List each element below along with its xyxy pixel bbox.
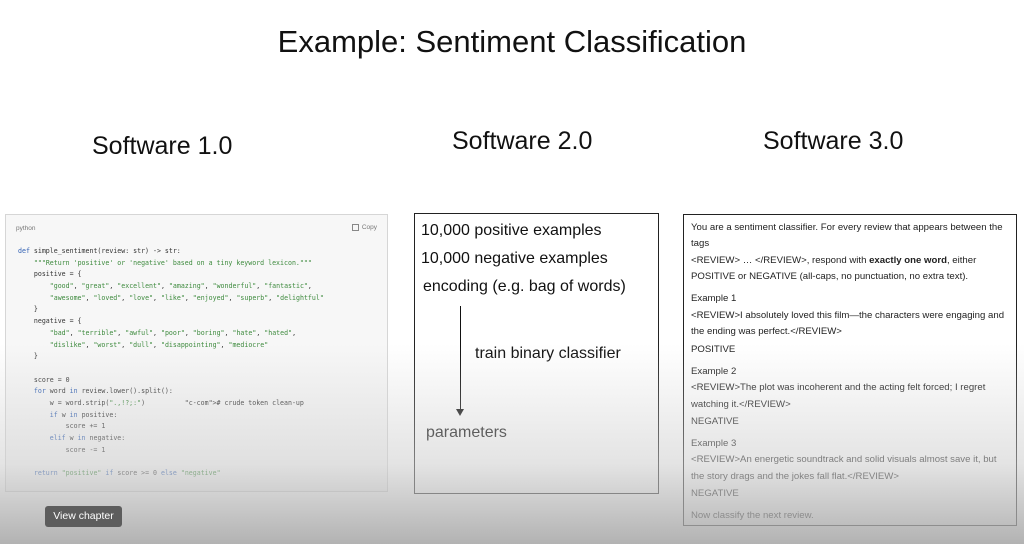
code-line: "bad", "terrible", "awful", "poor", "bor…	[49, 328, 297, 337]
code-language-label: python	[16, 225, 36, 232]
code-line: score += 1	[18, 422, 106, 431]
example-1-label: POSITIVE	[691, 344, 736, 355]
prompt-intro-line: tags	[691, 238, 710, 249]
copy-code-button[interactable]: Copy	[351, 224, 377, 232]
heading-software-2: Software 2.0	[452, 127, 593, 155]
prompt-text: , either	[946, 255, 977, 266]
code-line: }	[18, 352, 38, 361]
slide-title: Example: Sentiment Classification	[277, 24, 747, 59]
code-line: w = word.strip(".,!?;:") "c-com"># crude…	[18, 398, 304, 407]
code-line: "dislike", "worst", "dull", "disappointi…	[49, 340, 269, 349]
code-line: return "positive" if score >= 0 else "ne…	[33, 469, 221, 478]
code-line: for word in review.lower().split():	[33, 387, 173, 396]
example-3-review: the story drags and the jokes fall flat.…	[691, 471, 899, 482]
example-2-label: NEGATIVE	[691, 416, 739, 427]
view-chapter-button[interactable]: View chapter	[45, 506, 122, 527]
code-line: "good", "great", "excellent", "amazing",…	[49, 282, 312, 291]
code-line: negative = {	[18, 317, 82, 326]
example-3-label: NEGATIVE	[691, 488, 739, 499]
code-lines: def simple_sentiment(review: str) -> str…	[18, 246, 324, 480]
prompt-emphasis: exactly one word	[869, 255, 947, 266]
negative-examples-text: 10,000 negative examples	[421, 250, 608, 267]
code-line: elif w in negative:	[49, 434, 126, 442]
parameters-text: parameters	[426, 424, 507, 441]
code-line: def simple_sentiment(review: str) -> str…	[18, 247, 181, 255]
code-line	[18, 363, 324, 375]
copy-label: Copy	[361, 224, 377, 232]
encoding-text: encoding (e.g. bag of words)	[423, 278, 626, 295]
flow-arrow-line	[460, 306, 461, 411]
example-1-title: Example 1	[691, 293, 737, 304]
example-3-title: Example 3	[691, 438, 737, 449]
copy-icon	[351, 224, 359, 231]
train-classifier-text: train binary classifier	[475, 345, 621, 362]
code-line: score -= 1	[18, 445, 106, 454]
software-2-panel: 10,000 positive examples 10,000 negative…	[414, 213, 659, 494]
code-line: positive = {	[18, 270, 82, 279]
code-line: if w in positive:	[49, 410, 118, 419]
example-1-review: <REVIEW>I absolutely loved this film—the…	[691, 310, 1005, 321]
prompt-text: <REVIEW> … </REVIEW>, respond with	[691, 255, 870, 266]
example-2-review: <REVIEW>The plot was incoherent and the …	[691, 382, 986, 393]
heading-software-3: Software 3.0	[763, 127, 904, 155]
example-2-review: watching it.</REVIEW>	[691, 399, 791, 410]
prompt-final-instruction: Now classify the next review.	[691, 510, 814, 521]
code-line	[18, 456, 324, 468]
arrow-down-icon	[456, 409, 464, 416]
code-block: python Copy def simple_sentiment(review:…	[5, 214, 388, 492]
code-line: score = 0	[18, 375, 70, 384]
positive-examples-text: 10,000 positive examples	[421, 222, 602, 239]
example-3-review: <REVIEW>An energetic soundtrack and soli…	[691, 454, 997, 465]
example-2-title: Example 2	[691, 366, 737, 377]
code-line: }	[18, 305, 38, 314]
heading-software-1: Software 1.0	[92, 132, 233, 160]
example-1-review: the ending was perfect.</REVIEW>	[691, 326, 842, 337]
prompt-intro-line: <REVIEW> … </REVIEW>, respond with exact…	[691, 255, 976, 266]
prompt-intro-line: POSITIVE or NEGATIVE (all-caps, no punct…	[691, 271, 969, 282]
prompt-intro-line: You are a sentiment classifier. For ever…	[691, 222, 1003, 233]
code-line: "awesome", "loved", "love", "like", "enj…	[49, 293, 324, 302]
software-3-prompt-panel: You are a sentiment classifier. For ever…	[683, 214, 1017, 526]
code-line: """Return 'positive' or 'negative' based…	[33, 258, 312, 267]
